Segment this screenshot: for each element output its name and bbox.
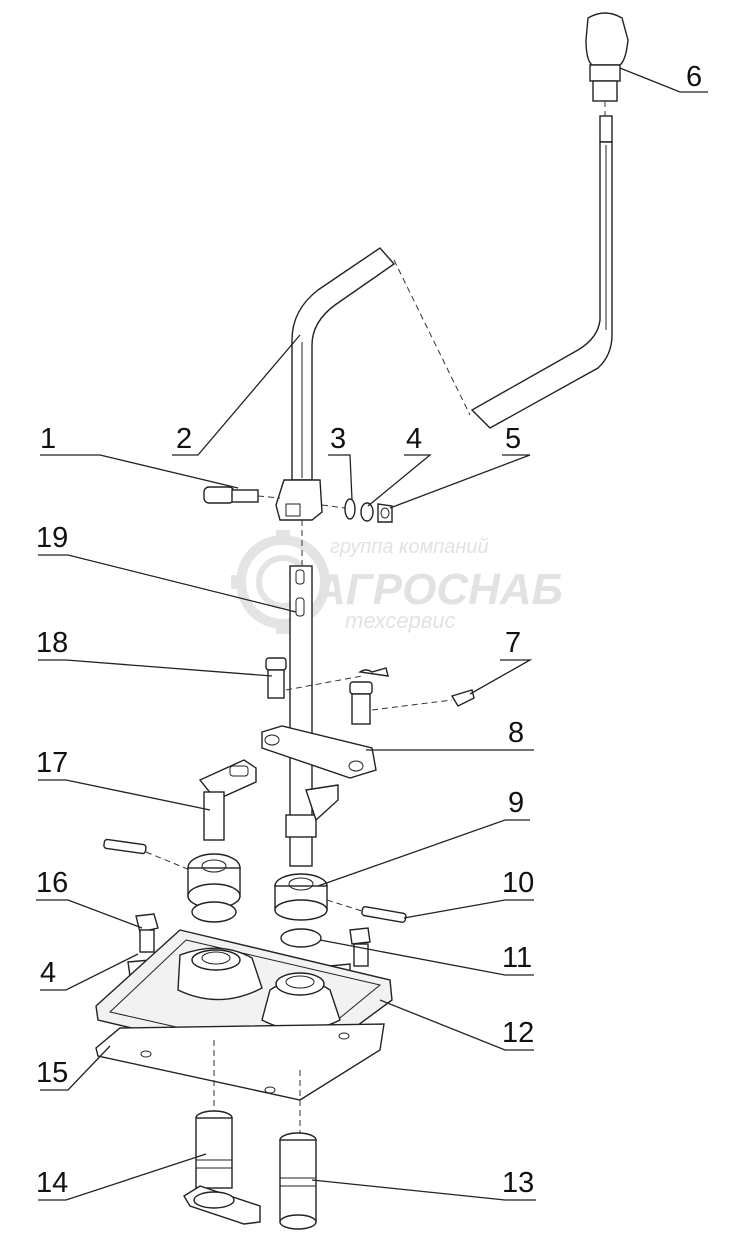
part-17-arm (198, 759, 257, 841)
part-15-gasket (95, 1023, 385, 1101)
part-2-lever (275, 247, 471, 521)
watermark-logo: группа компаний АГРОСНАБ техсервис (231, 530, 563, 634)
watermark-line1: группа компаний (330, 536, 489, 558)
callout-11: 11 (502, 942, 532, 974)
callout-5: 5 (505, 423, 521, 455)
callout-12: 12 (502, 1017, 534, 1049)
callout-6: 6 (686, 61, 702, 93)
callout-3: 3 (330, 423, 346, 455)
part-14-bushing-arm (183, 1040, 261, 1225)
watermark-line3: техсервис (345, 608, 456, 633)
leader-lines (36, 67, 708, 1201)
gear-logo-icon (231, 530, 330, 634)
callout-1: 1 (40, 423, 56, 455)
callout-2: 2 (176, 423, 192, 455)
part-18-7-8-link-assembly (261, 657, 475, 779)
callout-16: 16 (36, 867, 68, 899)
part-3-4-5-fasteners (321, 498, 393, 523)
watermark-line2: АГРОСНАБ (313, 565, 563, 614)
callout-10: 10 (502, 867, 534, 899)
part-9-10-11-collars (103, 838, 407, 948)
callout-17: 17 (36, 747, 68, 779)
callout-9: 9 (508, 787, 524, 819)
callout-4a: 4 (406, 423, 422, 455)
callout-13: 13 (502, 1167, 534, 1199)
callout-4b: 4 (40, 957, 56, 989)
callout-labels: 1 2 3 4 5 6 7 8 9 10 11 12 13 14 15 16 4… (36, 61, 702, 1199)
part-13-bushing (279, 1070, 317, 1230)
callout-18: 18 (36, 627, 68, 659)
callout-15: 15 (36, 1057, 68, 1089)
part-1-pin (203, 486, 281, 504)
callout-14: 14 (36, 1167, 68, 1199)
callout-8: 8 (508, 717, 524, 749)
callout-19: 19 (36, 522, 68, 554)
callout-7: 7 (505, 627, 521, 659)
part-6-gear-lever (470, 12, 629, 429)
part-19-shaft (285, 520, 339, 867)
